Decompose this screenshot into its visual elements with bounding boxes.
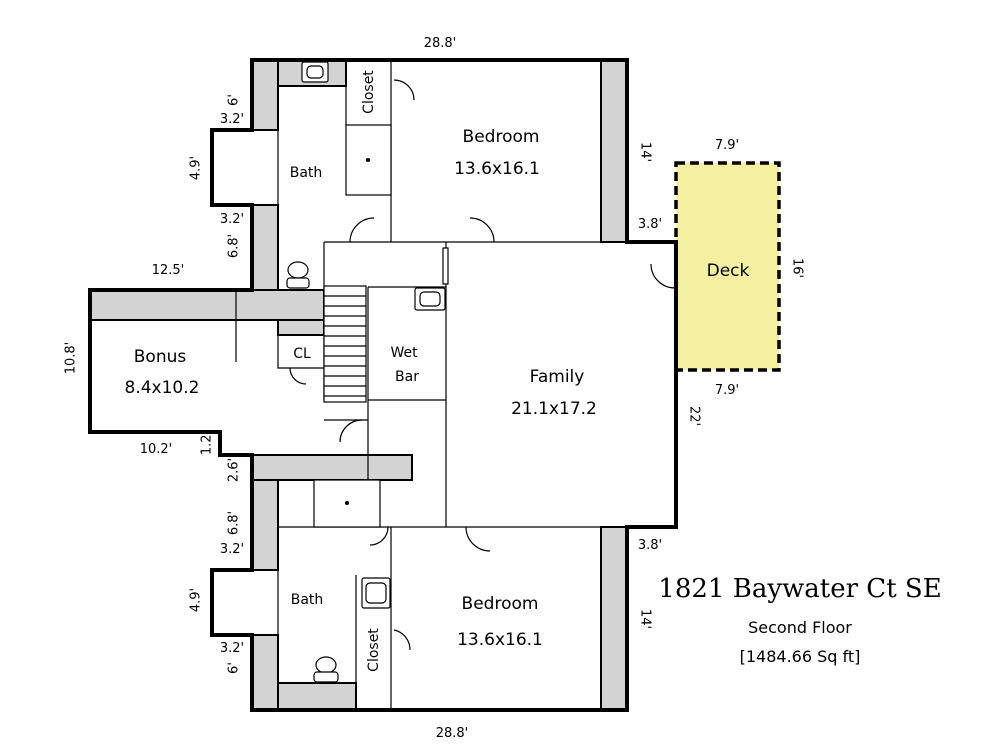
dim-top-bedroom-side: 14' <box>638 142 653 162</box>
dim-bonus-side: 10.8' <box>64 342 79 375</box>
dim-bonus-bottom: 10.2' <box>140 442 173 457</box>
dim-family-side: 22' <box>687 406 702 426</box>
bonus-size: 8.4x10.2 <box>125 378 200 398</box>
bath-bottom-name: Bath <box>291 592 324 608</box>
dim-deck-top: 7.9' <box>715 138 739 153</box>
fixtures <box>286 61 449 683</box>
dim-top-3-2b: 3.2' <box>220 212 244 227</box>
area-subtitle: [1484.66 Sq ft] <box>740 647 861 666</box>
deck-area <box>674 161 781 372</box>
dim-bot-3-2b: 3.2' <box>220 641 244 656</box>
bedroom-bottom-size: 13.6x16.1 <box>457 630 543 650</box>
dim-bottom-width: 28.8' <box>436 726 469 741</box>
bedroom-bottom-name: Bedroom <box>462 594 539 614</box>
bonus-name: Bonus <box>134 347 187 367</box>
dim-bot-6: 6' <box>227 662 242 674</box>
closet-bottom-name: Closet <box>366 628 382 672</box>
deck-name: Deck <box>707 261 750 281</box>
dim-top-4-9: 4.9' <box>189 156 204 180</box>
exterior-outline <box>88 58 678 712</box>
dim-top-3-2a: 3.2' <box>220 112 244 127</box>
walls <box>89 59 628 711</box>
wet-bar-line2: Bar <box>395 369 419 385</box>
dim-mid-2-6: 2.6' <box>227 458 242 482</box>
door-swings <box>289 79 677 651</box>
bedroom-top-size: 13.6x16.1 <box>454 159 540 179</box>
stairs <box>323 285 367 403</box>
bath-top-name: Bath <box>290 165 323 181</box>
family-size: 21.1x17.2 <box>511 399 597 419</box>
dim-top-6-8: 6.8' <box>227 234 242 258</box>
dim-deck-bottom: 7.9' <box>715 383 739 398</box>
dim-top-6: 6' <box>227 94 242 106</box>
dim-bottom-bedroom-side: 14' <box>638 609 653 629</box>
dim-bonus-top: 12.5' <box>152 263 185 278</box>
dim-deck-gap-bottom: 3.8' <box>638 538 662 553</box>
dim-top-width: 28.8' <box>424 36 457 51</box>
closet-top-name: Closet <box>361 70 377 114</box>
dim-bot-4-9: 4.9' <box>189 588 204 612</box>
dim-deck-side: 16' <box>790 258 805 278</box>
dim-mid-1-2: 1.2' <box>200 431 215 455</box>
wet-bar-line1: Wet <box>390 345 418 361</box>
bedroom-top-name: Bedroom <box>463 127 540 147</box>
address-title: 1821 Baywater Ct SE <box>658 574 941 604</box>
dim-bot-6-8: 6.8' <box>227 511 242 535</box>
floor-subtitle: Second Floor <box>748 618 852 637</box>
dim-bot-3-2a: 3.2' <box>220 542 244 557</box>
cl-name: CL <box>293 346 311 362</box>
dim-deck-gap-top: 3.8' <box>638 217 662 232</box>
family-name: Family <box>530 367 585 387</box>
interior-walls <box>235 60 676 710</box>
